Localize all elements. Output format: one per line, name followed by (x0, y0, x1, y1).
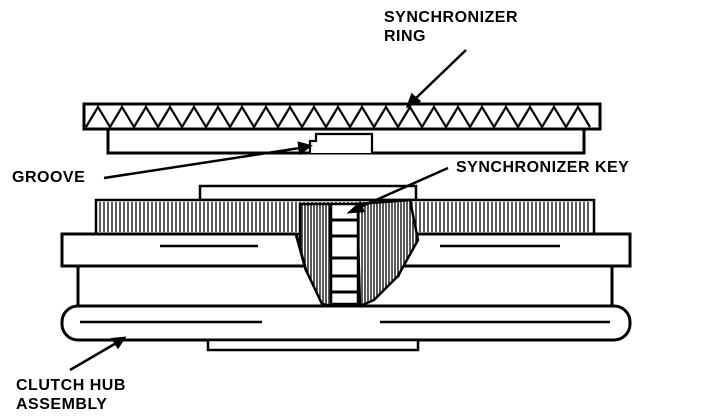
clutch-hub-assembly (60, 184, 632, 352)
leader-synchronizer-ring (413, 49, 467, 101)
clutch-hub-assembly-label-line2: ASSEMBLY (16, 396, 108, 413)
leader-lines (69, 49, 467, 372)
synchronizer-ring-label: SYNCHRONIZER RING (384, 8, 518, 46)
leader-clutch-hub-assembly (69, 340, 119, 372)
leader-groove (103, 146, 301, 180)
synchronizer-ring (82, 102, 602, 155)
clutch-hub-assembly-label: CLUTCH HUB ASSEMBLY (16, 376, 126, 414)
leader-synchronizer-key (357, 166, 449, 210)
groove-label: GROOVE (12, 169, 86, 186)
synchronizer-ring-label-line2: RING (384, 28, 426, 45)
synchronizer-ring-label-line1: SYNCHRONIZER (384, 9, 519, 26)
clutch-hub-assembly-label-line1: CLUTCH HUB (16, 377, 126, 394)
ring-groove-notch (308, 132, 374, 153)
synchronizer-key-label: SYNCHRONIZER KEY (456, 159, 630, 176)
synchronizer-key-body (329, 202, 360, 306)
